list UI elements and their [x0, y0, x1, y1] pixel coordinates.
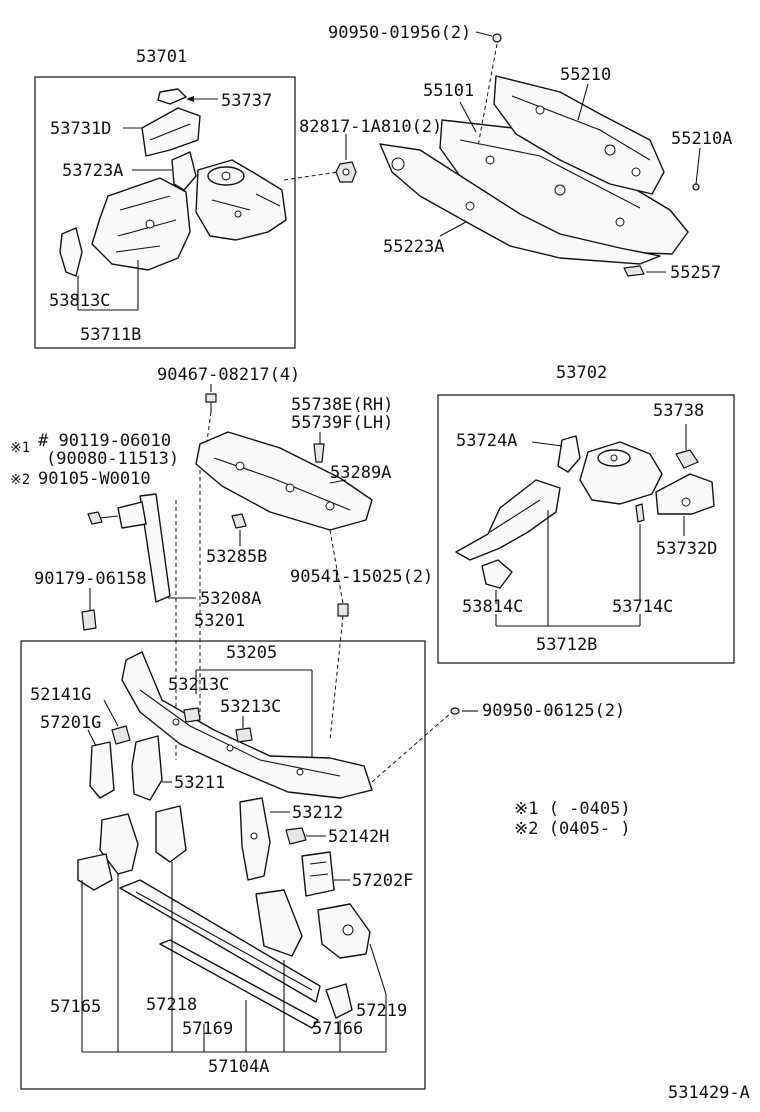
bolt-90105-shape [87, 511, 103, 525]
part-57169-shape [159, 939, 319, 1029]
label-53814C: 53814C [462, 597, 523, 617]
part-53289A-shape [195, 431, 373, 531]
group-box-53702 [437, 394, 735, 664]
bolt-90950-01956-shape [492, 33, 502, 43]
part-57166-shape [325, 983, 353, 1019]
label-52141G: 52141G [30, 685, 91, 705]
label-57166: 57166 [312, 1019, 363, 1039]
label-53714C: 53714C [612, 597, 673, 617]
group-box-53201 [20, 640, 426, 1090]
label-53702: 53702 [556, 363, 607, 383]
label-57165: 57165 [50, 997, 101, 1017]
part-52142H-shape [285, 827, 307, 845]
label-90080-11513: (90080-11513) [46, 449, 179, 469]
part-53205-shape [121, 651, 373, 799]
tower-right-shape [579, 441, 663, 505]
part-52141G-shape [111, 725, 131, 745]
part-53813C-shape [59, 227, 83, 277]
nut-82817-shape [335, 161, 357, 183]
part-53732D-shape [655, 473, 715, 515]
label-90105-W0010: 90105-W0010 [38, 469, 151, 489]
part-53208A-shape [117, 493, 171, 603]
part-55257-shape [623, 265, 645, 277]
part-55210-shape [493, 75, 665, 195]
drawing-number: 531429-A [668, 1083, 750, 1103]
label-53724A: 53724A [456, 431, 517, 451]
label-90119-mark: ※1 [10, 440, 30, 456]
group-box-53701 [34, 76, 296, 349]
clip-90950-06125-shape [450, 707, 460, 715]
label-55210: 55210 [560, 65, 611, 85]
label-53213C-1: 53213C [168, 675, 229, 695]
label-57169: 57169 [182, 1019, 233, 1039]
label-53732D: 53732D [656, 539, 717, 559]
label-53701: 53701 [136, 47, 187, 67]
label-57201G: 57201G [40, 713, 101, 733]
part-57202F-shape [301, 851, 335, 897]
label-53212: 53212 [292, 803, 343, 823]
label-55101: 55101 [423, 81, 474, 101]
part-55223A-shape [379, 143, 661, 265]
label-55257: 55257 [670, 263, 721, 283]
part-left-side-brackets [77, 805, 187, 891]
bolt-90541-shape [337, 603, 349, 617]
part-57201G-shape [89, 741, 115, 799]
part-53213C-b-shape [235, 727, 253, 743]
label-55738E: 55738E(RH) [291, 395, 393, 415]
label-53712B: 53712B [536, 635, 597, 655]
bolt-90467-shape [205, 393, 217, 412]
part-53211-shape [131, 735, 163, 801]
label-53813C: 53813C [49, 291, 110, 311]
label-53711B: 53711B [80, 325, 141, 345]
label-53738: 53738 [653, 401, 704, 421]
label-53289A: 53289A [330, 463, 391, 483]
label-90105-mark: ※2 [10, 472, 30, 488]
label-57202F: 57202F [352, 871, 413, 891]
label-90541-15025: 90541-15025(2) [290, 567, 433, 587]
label-82817-1A810: 82817-1A810(2) [299, 117, 442, 137]
note-2: ※2 (0405- ) [514, 819, 631, 839]
part-53737-shape [157, 88, 187, 105]
label-53208A: 53208A [200, 589, 261, 609]
label-90467-08217: 90467-08217(4) [157, 365, 300, 385]
label-55739F: 55739F(LH) [291, 413, 393, 433]
label-90179-06158: 90179-06158 [34, 569, 147, 589]
part-53212-shape [239, 797, 271, 881]
bumper-arm-right-shape [317, 903, 371, 959]
label-53723A: 53723A [62, 161, 123, 181]
label-55210A: 55210A [671, 129, 732, 149]
tower-left-shape [195, 159, 287, 241]
part-53723A-shape [171, 151, 197, 191]
clip-55738E-shape [313, 443, 325, 463]
note-1: ※1 ( -0405) [514, 799, 631, 819]
bolt-90179-shape [81, 609, 97, 631]
part-57218-shape [119, 879, 321, 1003]
label-90950-01956: 90950-01956(2) [328, 23, 471, 43]
apron-right-shape [455, 479, 561, 561]
part-center-stay-shape [255, 889, 303, 957]
label-53285B: 53285B [206, 547, 267, 567]
label-53205: 53205 [226, 643, 277, 663]
part-53714C-shape [635, 503, 645, 523]
label-90950-06125: 90950-06125(2) [482, 701, 625, 721]
part-53285B-shape [231, 513, 247, 529]
label-53201: 53201 [194, 611, 245, 631]
label-57104A: 57104A [208, 1057, 269, 1077]
apron-left-shape [91, 177, 191, 271]
part-53724A-shape [557, 435, 581, 473]
part-53213C-a-shape [183, 707, 201, 723]
label-53211: 53211 [174, 773, 225, 793]
label-53731D: 53731D [50, 119, 111, 139]
label-52142H: 52142H [328, 827, 389, 847]
label-55223A: 55223A [383, 237, 444, 257]
label-53737: 53737 [221, 91, 272, 111]
label-57219: 57219 [356, 1001, 407, 1021]
label-53213C-2: 53213C [220, 697, 281, 717]
label-57218: 57218 [146, 995, 197, 1015]
part-53814C-shape [481, 559, 513, 589]
label-90119-06010: # 90119-06010 [38, 431, 171, 451]
part-53731D-shape [141, 107, 201, 157]
part-53738-shape [675, 449, 699, 469]
